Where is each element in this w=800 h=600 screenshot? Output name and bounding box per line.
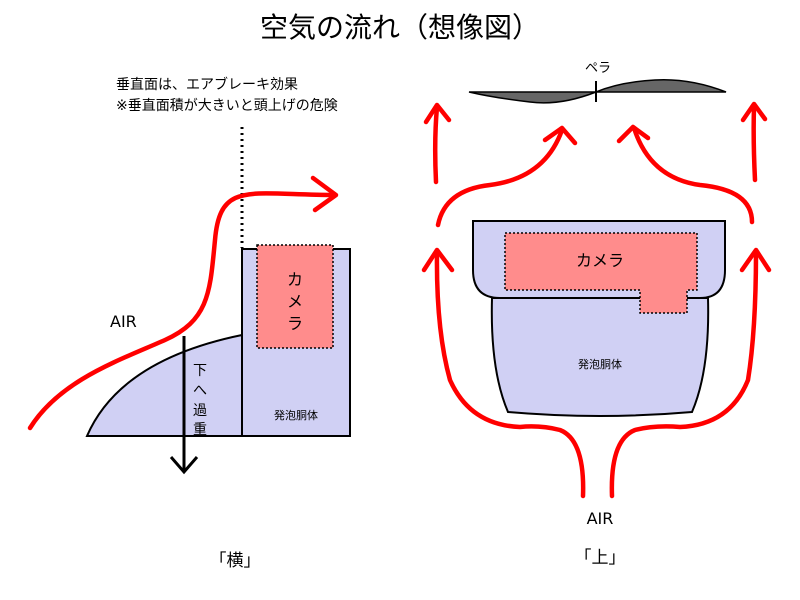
airflow-inner-right-head-icon bbox=[616, 124, 651, 144]
side-airflow-arrow bbox=[27, 191, 338, 431]
weight-label-1: 下 bbox=[193, 363, 207, 379]
weight-label-2: へ bbox=[193, 383, 207, 399]
side-view-caption: 「横」 bbox=[210, 551, 261, 571]
side-wing-shape bbox=[85, 333, 243, 437]
side-air-label: AIR bbox=[110, 312, 137, 331]
side-view: AIR カ メ ラ 下 へ 過 重 発泡胴体 「横」 bbox=[27, 127, 351, 571]
side-body-label: 発泡胴体 bbox=[274, 408, 318, 422]
side-camera-label-2: メ bbox=[287, 292, 303, 311]
diagram-title: 空気の流れ（想像図） bbox=[259, 11, 540, 44]
side-camera-box bbox=[256, 244, 334, 349]
weight-label-3: 過 bbox=[193, 403, 207, 419]
top-air-label: AIR bbox=[587, 509, 614, 528]
note-air-brake: 垂直面は、エアブレーキ効果 bbox=[116, 77, 298, 93]
airflow-outer-right-upper-head-icon bbox=[740, 101, 768, 123]
side-camera-label-1: カ bbox=[287, 270, 303, 289]
propeller-label: ペラ bbox=[585, 61, 611, 76]
top-view-caption: 「上」 bbox=[575, 548, 626, 568]
side-airflow-arrow-head-icon bbox=[310, 175, 339, 213]
airflow-outer-right-upper bbox=[751, 104, 758, 183]
airflow-outer-left-upper bbox=[432, 104, 440, 185]
airflow-left-loop bbox=[434, 249, 586, 499]
airflow-inner-left-head-icon bbox=[542, 125, 578, 146]
weight-arrow-head-icon bbox=[169, 456, 199, 475]
propeller-left-blade bbox=[468, 91, 597, 104]
airflow-inner-left bbox=[435, 127, 565, 228]
airflow-right-loop bbox=[609, 249, 759, 499]
airflow-right-loop-head-icon bbox=[739, 247, 772, 273]
top-body-label: 発泡胴体 bbox=[578, 357, 622, 371]
airflow-left-loop-head-icon bbox=[421, 247, 455, 273]
top-camera-box bbox=[504, 232, 698, 314]
top-view: ペラ カメラ 発泡胴体 AIR 「上」 bbox=[421, 61, 772, 568]
airflow-outer-left-upper-head-icon bbox=[423, 102, 452, 125]
side-camera-label-3: ラ bbox=[287, 314, 303, 333]
propeller-right-blade bbox=[595, 79, 727, 93]
top-body-lower bbox=[490, 297, 710, 417]
note-nose-up-danger: ※垂直面積が大きいと頭上げの危険 bbox=[116, 98, 338, 114]
airflow-inner-right bbox=[631, 125, 755, 225]
top-camera-label: カメラ bbox=[576, 251, 624, 270]
weight-label-4: 重 bbox=[193, 422, 207, 438]
